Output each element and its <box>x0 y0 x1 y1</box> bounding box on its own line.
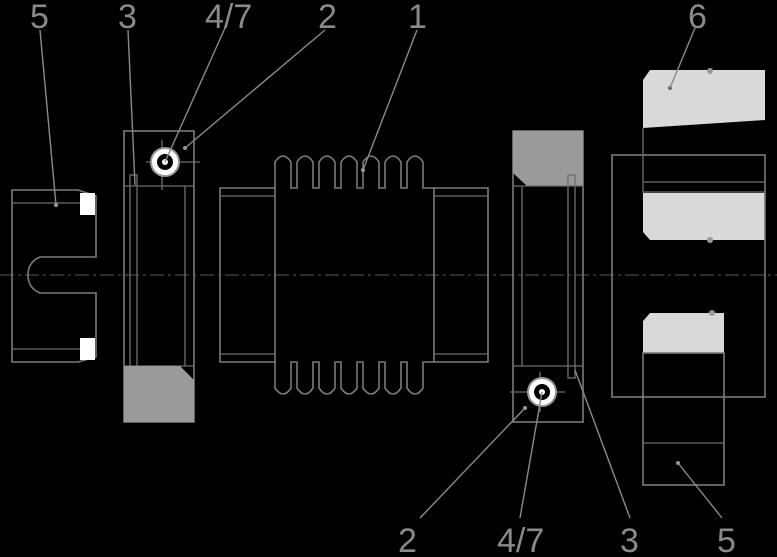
callout-4-7-top: 4/7 <box>205 0 252 36</box>
part-3-right-ring <box>510 130 584 423</box>
part-3-left-ring <box>123 130 200 423</box>
callout-5-top: 5 <box>30 0 49 36</box>
callouts-top: 5 3 4/7 2 1 6 <box>30 0 707 36</box>
callout-2-top: 2 <box>318 0 337 36</box>
part-1-bellows <box>219 155 489 395</box>
callout-2-bottom: 2 <box>398 522 417 557</box>
part-5-right-flange <box>642 310 725 486</box>
part-5-left-flange <box>11 189 97 363</box>
callout-5-bottom: 5 <box>717 522 736 557</box>
callout-3-bottom: 3 <box>620 522 639 557</box>
callouts-bottom: 2 4/7 3 5 <box>398 522 736 557</box>
callout-6-top: 6 <box>688 0 707 36</box>
leader-lines <box>39 27 723 519</box>
part-6-right-flange <box>611 68 766 398</box>
callout-1-top: 1 <box>408 0 427 36</box>
callout-4-7-bottom: 4/7 <box>497 522 544 557</box>
callout-3-top: 3 <box>118 0 137 36</box>
